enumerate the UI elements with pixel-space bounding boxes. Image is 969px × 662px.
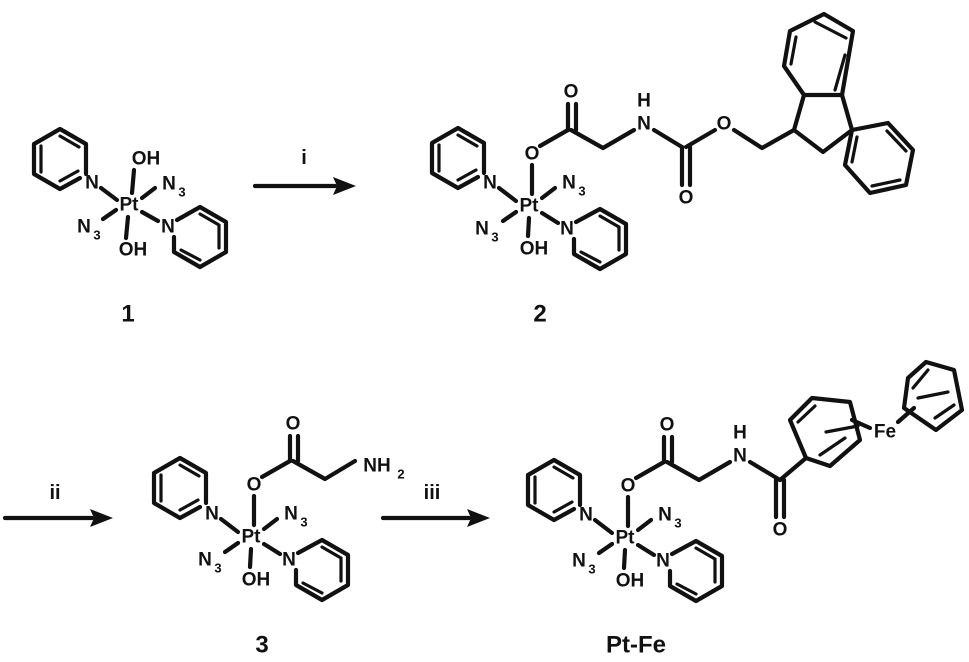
pyridine-ring [293, 537, 351, 603]
azide-subscript: 3 [578, 184, 585, 199]
hydroxyl-label: OH [616, 571, 645, 592]
oxygen-atom: O [525, 144, 540, 165]
nitrogen-atom: N [282, 550, 296, 571]
platinum-atom: Pt [242, 527, 262, 548]
step-label: ii [49, 482, 60, 504]
hydroxyl-label: OH [132, 149, 161, 170]
azide-subscript: 3 [674, 516, 681, 531]
nitrogen-atom: N [579, 505, 593, 526]
azide-label: N [658, 505, 672, 526]
azide-label: N [284, 504, 298, 525]
iron-atom: Fe [874, 422, 896, 443]
compound-1-structure: N Pt OH OH N 3 N 3 N 1 [31, 126, 229, 328]
pyridine-ring [31, 126, 89, 192]
step-label: i [301, 147, 307, 169]
platinum-atom: Pt [520, 196, 540, 217]
compound-label: Pt-Fe [606, 632, 666, 659]
nitrogen-atom: N [483, 173, 497, 194]
nitrogen-atom: N [656, 551, 670, 572]
compound-3-structure: N Pt O O NH 2 N 3 N 3 OH N 3 [151, 414, 405, 659]
pyridine-ring [151, 455, 209, 521]
reaction-arrow-iii: iii [380, 482, 490, 527]
oxygen-atom: O [247, 475, 262, 496]
oxygen-atom: O [564, 82, 579, 103]
azide-label: N [475, 219, 489, 240]
compound-2-structure: N Pt O O N H O O N 3 N 3 [429, 11, 916, 328]
hydrogen-atom: H [733, 423, 747, 444]
pyridine-ring [429, 125, 487, 191]
nitrogen-atom: N [733, 446, 747, 467]
platinum-atom: Pt [120, 195, 140, 216]
azide-subscript: 3 [93, 228, 100, 243]
azide-label: N [572, 551, 586, 572]
pyridine-ring [525, 457, 583, 523]
compound-number: 2 [533, 301, 546, 328]
step-label: iii [424, 482, 441, 504]
azide-subscript: 3 [588, 562, 595, 577]
ferrocene-group: Fe [787, 359, 965, 469]
reaction-arrow-ii: ii [2, 482, 113, 527]
nitrogen-atom: N [637, 114, 651, 135]
hydroxyl-label: OH [242, 570, 271, 591]
azide-label: N [162, 174, 176, 195]
pyridine-ring [667, 538, 725, 604]
nitrogen-atom: N [205, 504, 219, 525]
azide-label: N [198, 550, 212, 571]
amine-label: NH [363, 456, 390, 477]
oxygen-atom: O [660, 415, 675, 436]
reaction-arrow-i: i [252, 147, 356, 195]
oxygen-atom: O [717, 114, 732, 135]
oxygen-atom: O [773, 520, 788, 541]
compound-number: 1 [121, 301, 134, 328]
azide-label: N [562, 173, 576, 194]
nitrogen-atom: N [161, 217, 175, 238]
amine-subscript: 2 [397, 467, 404, 482]
azide-subscript: 3 [491, 230, 498, 245]
oxygen-atom: O [286, 414, 301, 435]
pyridine-ring [571, 206, 629, 272]
oxygen-atom: O [679, 188, 694, 209]
azide-subscript: 3 [214, 561, 221, 576]
pyridine-ring [171, 204, 229, 270]
azide-subscript: 3 [300, 515, 307, 530]
compound-pt-fe-structure: N Pt O O N H O Fe N 3 N 3 [525, 359, 965, 659]
hydrogen-atom: H [637, 91, 651, 112]
nitrogen-atom: N [85, 173, 99, 194]
azide-label: N [77, 217, 91, 238]
oxygen-atom: O [621, 476, 636, 497]
platinum-atom: Pt [616, 528, 636, 549]
fluorenyl-group [781, 11, 916, 196]
hydroxyl-label: OH [119, 240, 148, 261]
nitrogen-atom: N [560, 219, 574, 240]
hydroxyl-label: OH [520, 239, 549, 260]
azide-subscript: 3 [178, 185, 185, 200]
compound-number: 3 [255, 632, 268, 659]
